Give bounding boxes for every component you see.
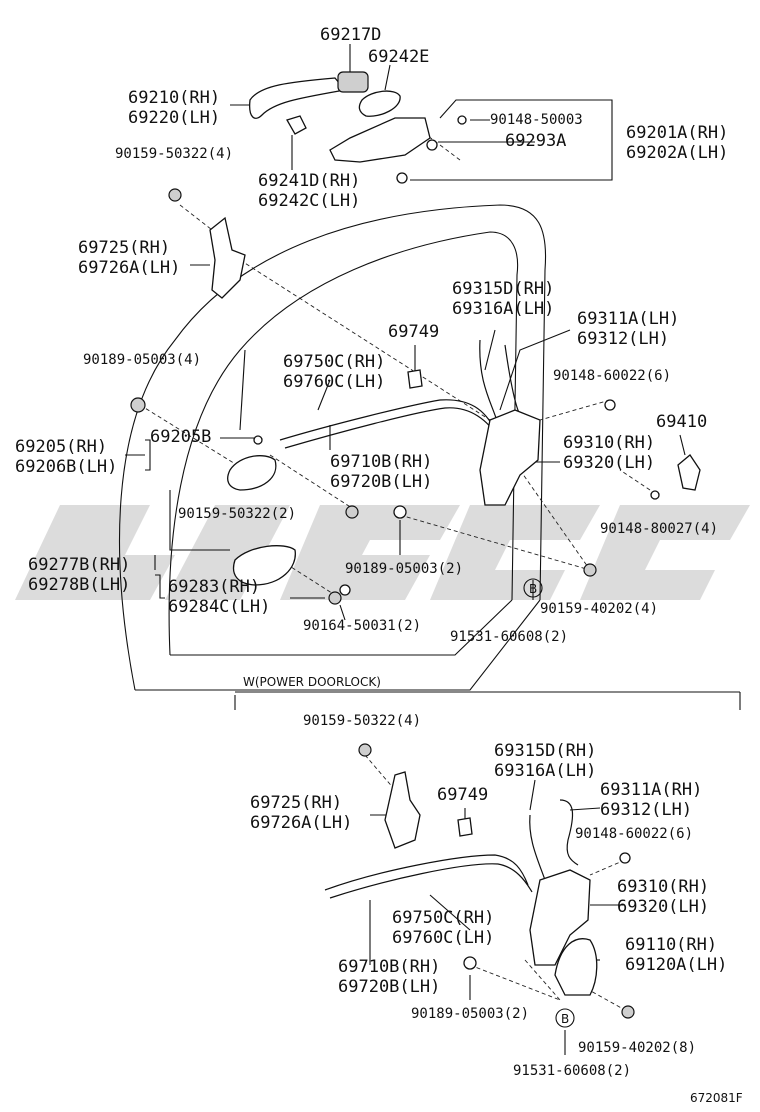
hinge-bracket-power bbox=[384, 771, 421, 849]
label-69726A-b: 69726A(LH) bbox=[250, 813, 352, 833]
label-69315D-b: 69315D(RH) bbox=[494, 741, 596, 761]
label-69312-b: 69312(LH) bbox=[600, 800, 692, 820]
label-69320-b: 69320(LH) bbox=[617, 897, 709, 917]
label-90164-50031: 90164-50031(2) bbox=[303, 618, 421, 634]
label-69206B: 69206B(LH) bbox=[15, 457, 117, 477]
label-69311A-a: 69311A(LH) bbox=[577, 309, 679, 329]
label-69220: 69220(LH) bbox=[128, 108, 220, 128]
label-69320-a: 69320(LH) bbox=[563, 453, 655, 473]
label-69316A-a: 69316A(LH) bbox=[452, 299, 554, 319]
label-69725-b: 69725(RH) bbox=[250, 793, 342, 813]
label-69120A: 69120A(LH) bbox=[625, 955, 727, 975]
label-69726A-a: 69726A(LH) bbox=[78, 258, 180, 278]
label-69242C: 69242C(LH) bbox=[258, 191, 360, 211]
label-69210: 69210(RH) bbox=[128, 88, 220, 108]
label-90148-60022-b: 90148-60022(6) bbox=[575, 826, 693, 842]
label-90159-50322-a: 90159-50322(4) bbox=[115, 146, 233, 162]
label-69310-a: 69310(RH) bbox=[563, 433, 655, 453]
cable-assembly bbox=[279, 339, 521, 449]
callout-b2-circle bbox=[555, 1008, 575, 1028]
label-69312-a: 69312(LH) bbox=[577, 329, 669, 349]
section-title: W(POWER DOORLOCK) bbox=[243, 675, 381, 689]
label-91531-60608-b: 91531-60608(2) bbox=[513, 1063, 631, 1079]
clip-69749-power bbox=[457, 817, 473, 837]
label-69315D-a: 69315D(RH) bbox=[452, 279, 554, 299]
label-69749-b: 69749 bbox=[437, 785, 488, 805]
label-69205: 69205(RH) bbox=[15, 437, 107, 457]
figure-code: 672081F bbox=[690, 1091, 743, 1105]
label-69293A: 69293A bbox=[505, 131, 566, 151]
callout-b2-text: B bbox=[561, 1012, 569, 1026]
label-69205B: 69205B bbox=[150, 427, 211, 447]
fastener-left bbox=[130, 397, 146, 413]
label-91531-60608-a: 91531-60608(2) bbox=[450, 629, 568, 645]
label-69760C-b: 69760C(LH) bbox=[392, 928, 494, 948]
outside-handle bbox=[249, 71, 369, 119]
label-69750C-a: 69750C(RH) bbox=[283, 352, 385, 372]
door-lock-power bbox=[529, 852, 631, 966]
label-90159-50322-c: 90159-50322(4) bbox=[303, 713, 421, 729]
inside-handle bbox=[227, 435, 407, 519]
handle-frame bbox=[329, 115, 467, 184]
label-69110: 69110(RH) bbox=[625, 935, 717, 955]
handle-cover bbox=[286, 115, 307, 135]
cable-assembly-power bbox=[324, 799, 579, 899]
fastener-power bbox=[463, 956, 635, 1019]
label-69310-b: 69310(RH) bbox=[617, 877, 709, 897]
label-69720B-a: 69720B(LH) bbox=[330, 472, 432, 492]
watermark bbox=[15, 505, 750, 600]
label-69202A: 69202A(LH) bbox=[626, 143, 728, 163]
label-69283: 69283(RH) bbox=[168, 577, 260, 597]
label-69241D: 69241D(RH) bbox=[258, 171, 360, 191]
lock-actuator bbox=[554, 938, 598, 996]
label-69311A-b: 69311A(RH) bbox=[600, 780, 702, 800]
label-69725-a: 69725(RH) bbox=[78, 238, 170, 258]
label-69242E: 69242E bbox=[368, 47, 429, 67]
labels-power-doorlock: W(POWER DOORLOCK) 90159-50322(4) 69315D(… bbox=[243, 675, 743, 1105]
label-90189-05003-b: 90189-05003(2) bbox=[345, 561, 463, 577]
label-69277B: 69277B(RH) bbox=[28, 555, 130, 575]
labels-upper: 69217D 69242E 69210(RH) 69220(LH) 90148-… bbox=[15, 25, 728, 645]
screw-power bbox=[358, 743, 372, 757]
callout-b1-text: B bbox=[529, 582, 537, 596]
bolt-lower bbox=[583, 563, 597, 577]
label-69720B-b: 69720B(LH) bbox=[338, 977, 440, 997]
leader-solid bbox=[125, 44, 741, 1055]
label-69284C: 69284C(LH) bbox=[168, 597, 270, 617]
label-90159-50322-b: 90159-50322(2) bbox=[178, 506, 296, 522]
door-outline bbox=[119, 204, 547, 691]
label-90159-40202-a: 90159-40202(4) bbox=[540, 601, 658, 617]
callout-b1-circle bbox=[523, 578, 543, 598]
clip-69749 bbox=[407, 369, 423, 389]
door-lock bbox=[479, 399, 616, 506]
label-90189-05003-c: 90189-05003(2) bbox=[411, 1006, 529, 1022]
inside-handle-bezel bbox=[232, 545, 351, 605]
label-69201A: 69201A(RH) bbox=[626, 123, 728, 143]
label-90148-50003: 90148-50003 bbox=[490, 112, 583, 128]
hinge-bracket bbox=[209, 216, 246, 299]
label-69278B: 69278B(LH) bbox=[28, 575, 130, 595]
label-69750C-b: 69750C(RH) bbox=[392, 908, 494, 928]
label-69316A-b: 69316A(LH) bbox=[494, 761, 596, 781]
label-69217D: 69217D bbox=[320, 25, 381, 45]
leader-lines bbox=[139, 129, 651, 1011]
label-69710B-a: 69710B(RH) bbox=[330, 452, 432, 472]
handle-pad bbox=[358, 90, 401, 117]
lock-striker bbox=[650, 454, 701, 500]
label-69410: 69410 bbox=[656, 412, 707, 432]
label-90189-05003-a: 90189-05003(4) bbox=[83, 352, 201, 368]
label-90148-80027: 90148-80027(4) bbox=[600, 521, 718, 537]
label-90159-40202-b: 90159-40202(8) bbox=[578, 1040, 696, 1056]
label-69749-a: 69749 bbox=[388, 322, 439, 342]
screw-upper-left bbox=[168, 188, 182, 202]
label-90148-60022-a: 90148-60022(6) bbox=[553, 368, 671, 384]
label-69710B-b: 69710B(RH) bbox=[338, 957, 440, 977]
label-69760C-a: 69760C(LH) bbox=[283, 372, 385, 392]
